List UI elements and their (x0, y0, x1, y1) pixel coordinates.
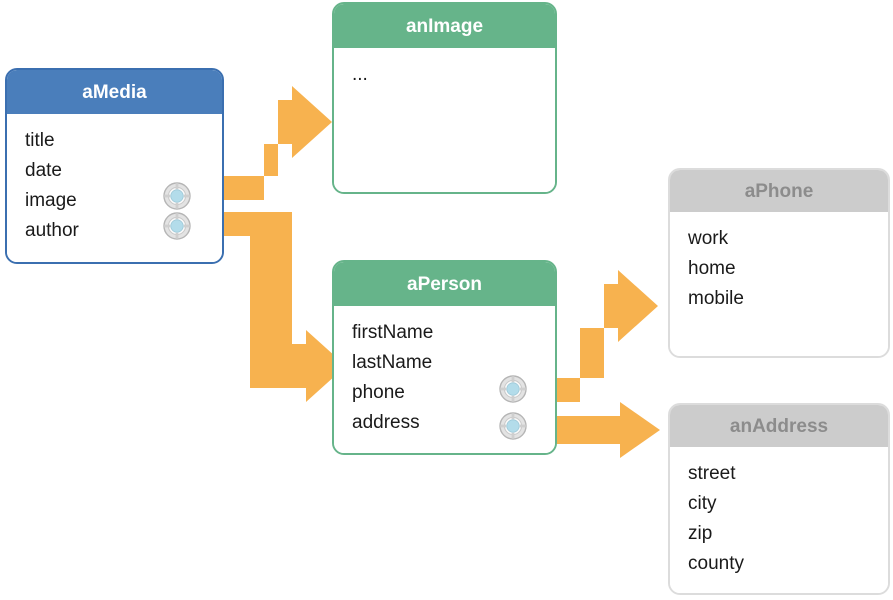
class-box-animage[interactable]: anImage ... (332, 2, 557, 194)
attribute-row[interactable]: date (25, 160, 62, 181)
port-icon-image[interactable] (163, 182, 191, 210)
attribute-row[interactable]: mobile (688, 288, 744, 309)
port-icon-address[interactable] (499, 412, 527, 440)
class-title-anaddress: anAddress (670, 405, 888, 447)
attribute-row[interactable]: address (352, 412, 420, 433)
class-body-animage: ... (334, 48, 555, 192)
attribute-row[interactable]: ... (352, 64, 368, 85)
attribute-row[interactable]: city (688, 493, 717, 514)
class-box-anaddress[interactable]: anAddress street city zip county (668, 403, 890, 595)
attribute-row[interactable]: lastName (352, 352, 433, 373)
attribute-row[interactable]: county (688, 553, 744, 574)
port-icon-author[interactable] (163, 212, 191, 240)
class-title-aphone: aPhone (670, 170, 888, 212)
class-title-aperson: aPerson (334, 262, 555, 306)
class-title-amedia: aMedia (7, 70, 222, 114)
attribute-row[interactable]: street (688, 463, 736, 484)
attribute-row[interactable]: author (25, 220, 79, 241)
attribute-row[interactable]: image (25, 190, 77, 211)
attribute-row[interactable]: zip (688, 523, 713, 544)
class-body-aphone: work home mobile (670, 212, 888, 356)
class-title-animage: anImage (334, 4, 555, 48)
attribute-row[interactable]: phone (352, 382, 405, 403)
port-icon-phone[interactable] (499, 375, 527, 403)
class-body-anaddress: street city zip county (670, 447, 888, 593)
class-box-aphone[interactable]: aPhone work home mobile (668, 168, 890, 358)
attribute-row[interactable]: work (688, 228, 729, 249)
attribute-row[interactable]: home (688, 258, 736, 279)
attribute-row[interactable]: title (25, 130, 55, 151)
attribute-row[interactable]: firstName (352, 322, 434, 343)
class-box-amedia[interactable]: aMedia title date image author (5, 68, 224, 264)
